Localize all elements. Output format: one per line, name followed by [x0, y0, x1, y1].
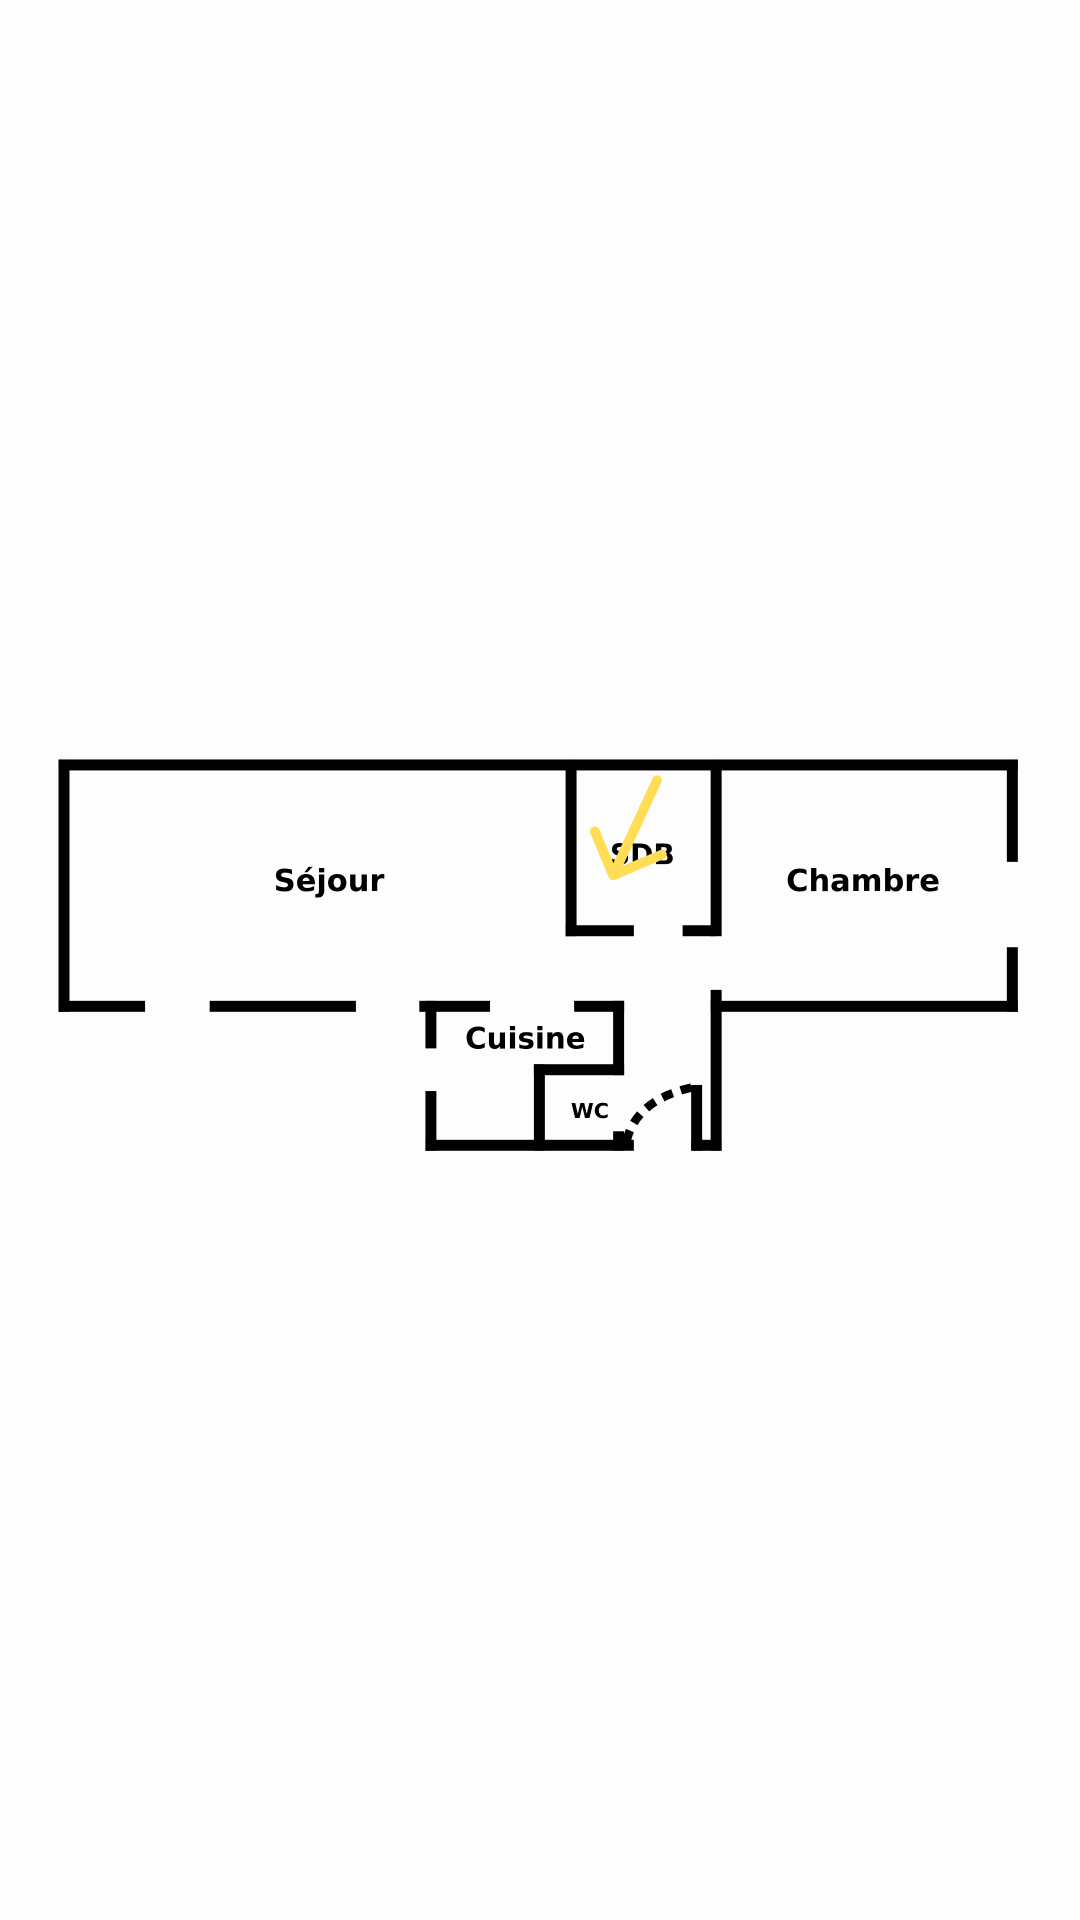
wall-wc-right-stub: [613, 1131, 625, 1151]
door-swing-arc: [622, 1083, 694, 1143]
room-label-sejour: Séjour: [274, 864, 385, 899]
wall-cuisine-right: [613, 1000, 625, 1076]
room-label-cuisine: Cuisine: [465, 1021, 585, 1055]
wall-bottom-seg3: [419, 1000, 491, 1012]
wall-cuisine-left-lower: [425, 1091, 437, 1151]
checkmark-annotation-icon: [589, 775, 667, 881]
wall-corridor-right: [710, 989, 722, 1151]
wall-corridor-bottom: [691, 1139, 722, 1151]
wall-left: [58, 759, 70, 1012]
wall-bottom-seg1: [58, 1000, 146, 1012]
room-label-chambre: Chambre: [786, 864, 940, 899]
door-jamb: [691, 1084, 703, 1151]
walls: [58, 759, 1018, 1151]
wall-right-upper: [1006, 759, 1018, 862]
wall-cuisine-bottom: [425, 1139, 634, 1151]
wall-cuisine-left-upper: [425, 1000, 437, 1049]
wall-sdb-bottom-right: [682, 925, 716, 937]
wall-wc-left: [533, 1064, 545, 1151]
room-label-wc: WC: [571, 1099, 609, 1123]
wall-sdb-bottom-left: [565, 925, 634, 937]
wall-wc-top: [533, 1064, 625, 1076]
wall-right-lower: [1006, 947, 1018, 1012]
wall-bottom-seg2: [209, 1000, 356, 1012]
wall-top: [58, 759, 1018, 771]
wall-sdb-left: [565, 759, 577, 937]
wall-chambre-bottom: [710, 1000, 1018, 1012]
wall-sdb-right: [710, 759, 722, 937]
wall-bottom-seg4: [574, 1000, 625, 1012]
